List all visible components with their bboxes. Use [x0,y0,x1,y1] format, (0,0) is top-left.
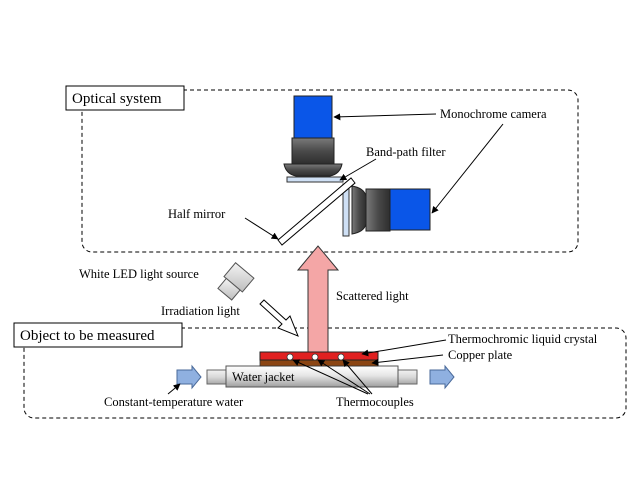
object-group: Object to be measured [13,322,627,419]
optical-system-title-box [65,85,185,111]
label-band-path-filter: Band-path filter [366,145,446,159]
label-thermocouples: Thermocouples [336,395,414,409]
optical-system-boundary [81,89,579,253]
label-monochrome-camera: Monochrome camera [440,107,547,121]
side-camera-lens-mount [365,188,391,232]
thermocouple-3 [337,353,345,361]
label-copper-plate: Copper plate [448,348,513,362]
irradiation-light-arrow [259,299,299,337]
side-camera-body [389,188,431,231]
object-title-box [13,322,183,348]
leader-thermochromic [361,339,447,357]
leader-copper-plate [371,354,444,366]
leader-thermocouple-2 [317,359,371,395]
label-irradiation-light: Irradiation light [161,304,240,318]
water-inflow-arrow [176,364,202,390]
top-camera [283,95,343,177]
object-title: Object to be measured [20,328,155,344]
leader-band-path-filter [339,158,377,181]
label-thermochromic: Thermochromic liquid crystal [448,332,598,346]
scattered-light-arrow [296,245,340,353]
thermochromic-liquid-crystal [259,351,379,361]
white-led-light-source [217,262,255,301]
water-outflow-arrow [429,364,455,390]
thermocouple-1 [286,353,294,361]
thermocouple-2 [311,353,319,361]
leader-camera-side [431,123,504,214]
leader-constant-temp-water [167,383,181,395]
side-camera-lens-front [351,185,367,235]
label-constant-temp-water: Constant-temperature water [104,395,244,409]
label-white-led: White LED light source [79,267,199,281]
label-water-jacket: Water jacket [232,370,295,384]
leader-thermocouple-3 [342,359,373,395]
top-camera-body [293,95,333,139]
leader-thermocouple-1 [292,359,369,395]
half-mirror [277,177,356,246]
leader-camera-top [333,113,437,121]
leader-half-mirror [244,217,279,240]
optical-system-group: Optical system [65,85,579,253]
label-half-mirror: Half mirror [168,207,226,221]
leader-lines [167,113,504,395]
top-camera-lens-mount [291,137,335,165]
top-band-path-filter [286,176,344,183]
top-camera-lens-front [283,163,343,177]
optical-system-title: Optical system [72,91,162,107]
label-scattered-light: Scattered light [336,289,409,303]
side-camera [342,183,431,237]
